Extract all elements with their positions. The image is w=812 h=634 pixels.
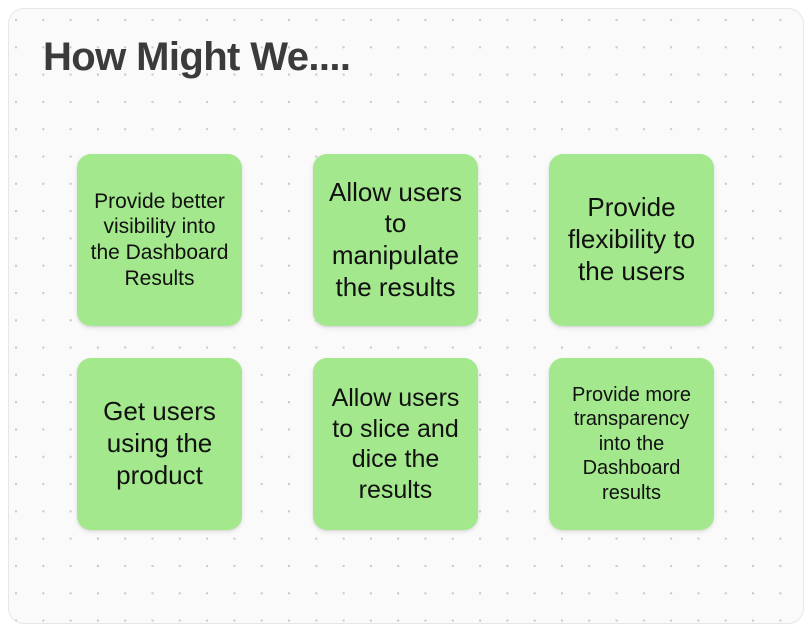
- sticky-note-text: Provide flexibility to the users: [567, 192, 696, 286]
- sticky-note[interactable]: Get users using the product: [77, 358, 242, 530]
- whiteboard-canvas[interactable]: How Might We.... Provide better visibili…: [8, 8, 804, 624]
- sticky-notes-grid: Provide better visibility into the Dashb…: [77, 154, 737, 530]
- sticky-note-text: Allow users to slice and dice the result…: [331, 384, 460, 504]
- sticky-note-text: Allow users to manipulate the results: [329, 176, 462, 302]
- sticky-note-text: Get users using the product: [103, 396, 216, 490]
- sticky-note[interactable]: Allow users to slice and dice the result…: [313, 358, 478, 530]
- sticky-note-text: Provide more transparency into the Dashb…: [572, 384, 691, 504]
- page-title: How Might We....: [43, 35, 351, 79]
- sticky-note[interactable]: Provide better visibility into the Dashb…: [77, 154, 242, 326]
- sticky-note[interactable]: Provide flexibility to the users: [549, 154, 714, 326]
- sticky-note-text: Provide better visibility into the Dashb…: [90, 189, 229, 290]
- sticky-note[interactable]: Allow users to manipulate the results: [313, 154, 478, 326]
- sticky-note[interactable]: Provide more transparency into the Dashb…: [549, 358, 714, 530]
